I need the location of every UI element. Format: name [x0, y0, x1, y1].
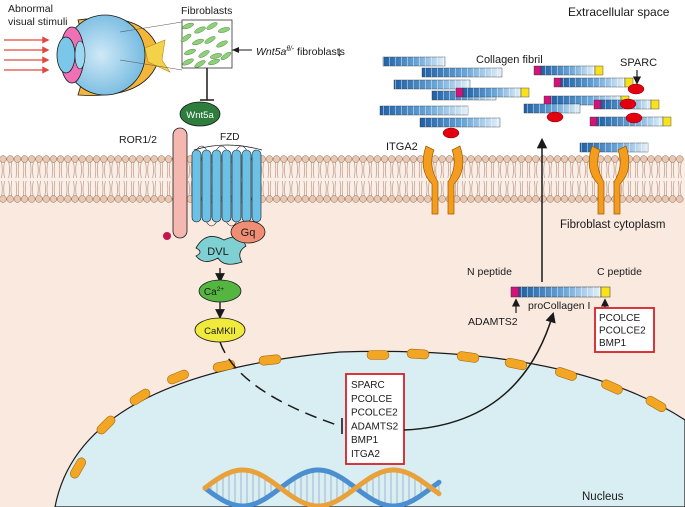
collagen-fibril — [393, 79, 471, 90]
ror-phosphate — [163, 232, 171, 240]
fibroblast-cytoplasm-label: Fibroblast cytoplasm — [560, 219, 665, 231]
gq-label: Gq — [241, 227, 256, 239]
nucleus-gene-item: PCOLCE2 — [351, 408, 398, 419]
collagen-fibril — [523, 103, 581, 114]
collagen-fibril — [533, 65, 604, 76]
c-peptide-gene-item: PCOLCE2 — [599, 326, 646, 337]
procollagen-molecule — [510, 286, 611, 298]
nuclear-pores — [69, 348, 667, 479]
nucleus-gene-item: BMP1 — [351, 435, 379, 446]
nucleus-gene-item: SPARC — [351, 380, 385, 391]
light-rays — [4, 36, 50, 74]
membrane-bilayer-icon — [0, 155, 685, 203]
ror-receptor — [172, 127, 188, 239]
nucleus-label: Nucleus — [582, 491, 624, 503]
fzd-receptor — [191, 144, 263, 234]
down-arrow-symbol: ↓ — [336, 43, 343, 59]
n-peptide-label: N peptide — [467, 266, 512, 278]
collagen-fibril — [382, 56, 446, 67]
itga2-integrin-left — [422, 145, 464, 215]
collagen-fibril — [379, 105, 469, 116]
sparc-protein — [619, 98, 637, 110]
gq-protein — [230, 220, 266, 244]
camkii-inhibition-line — [219, 341, 341, 427]
wnt5a-ligand — [179, 101, 221, 127]
ca-label: Ca2+ — [204, 286, 224, 298]
eye-icon — [56, 14, 171, 96]
dna-double-helix-icon — [202, 467, 442, 507]
wnt5a-label: Wnt5a — [186, 110, 214, 121]
abnormal-stimuli-label-1: Abnormal — [8, 3, 53, 15]
expression-to-procollagen-arrow — [403, 311, 556, 431]
itga2-label: ITGA2 — [386, 141, 418, 153]
c-peptide-gene-item: PCOLCE — [599, 313, 640, 324]
adamts2-label: ADAMTS2 — [468, 316, 518, 328]
dvl-protein — [195, 236, 247, 265]
collagen-fibril — [455, 87, 530, 98]
fibroblasts-label: Fibroblasts — [181, 5, 232, 17]
camkii-label: CaMKII — [204, 326, 236, 337]
itga2-integrin-right — [588, 145, 630, 215]
extracellular-space-label: Extracellular space — [568, 5, 670, 19]
dvl-label: DVL — [207, 246, 228, 258]
c-peptide-gene-item: BMP1 — [599, 338, 627, 349]
sparc-protein — [442, 127, 460, 139]
nucleus-gene-item: ITGA2 — [351, 449, 380, 460]
nucleus-gene-item: PCOLCE — [351, 394, 392, 405]
fzd-label: FZD — [220, 132, 239, 143]
sparc-protein — [625, 112, 643, 124]
procollagen-label: proCollagen I — [528, 300, 590, 312]
collagen-fibril — [421, 67, 503, 78]
c-peptide-label: C peptide — [597, 266, 642, 278]
sparc-protein — [627, 83, 645, 95]
collagen-fibril — [553, 77, 634, 88]
collagen-fibril-label: Collagen fibril — [476, 54, 543, 66]
wnt5a-fibroblasts-label: Wnt5afl/- fibroblasts — [256, 46, 345, 58]
sparc-proteins — [442, 83, 645, 139]
sparc-label: SPARC — [620, 57, 657, 69]
c-peptide-gene-box — [594, 307, 655, 353]
ror-label: ROR1/2 — [119, 134, 157, 146]
abnormal-stimuli-label-2: visual stimuli — [8, 16, 68, 28]
collagen-fibril — [579, 142, 649, 153]
collagen-fibril — [419, 117, 501, 128]
nucleus-gene-box — [345, 373, 405, 465]
nucleus-gene-item: ADAMTS2 — [351, 421, 399, 432]
sparc-protein — [546, 111, 564, 123]
fibroblast-cells-icon — [180, 19, 233, 69]
